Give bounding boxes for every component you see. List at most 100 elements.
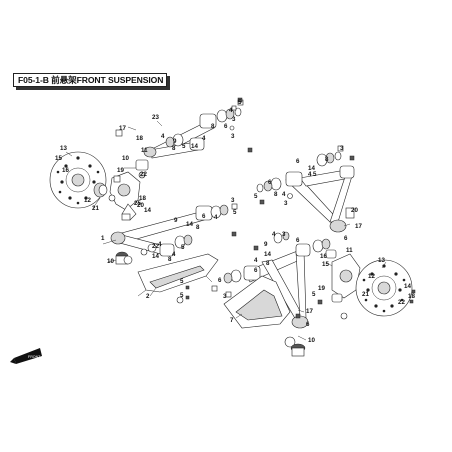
callout-19-right: 19	[318, 285, 325, 292]
callout-25-left: 25	[134, 200, 141, 207]
callout-17-top: 17	[119, 125, 126, 132]
diagram-title: F05-1-B 前悬架FRONT SUSPENSION	[18, 75, 164, 85]
callout-4-top-b: 4	[202, 135, 206, 142]
callout-11-right: 11	[346, 247, 353, 254]
callout-17-right: 17	[355, 223, 362, 230]
callout-17-lr: 17	[306, 308, 313, 315]
callout-22-left: 22	[140, 171, 147, 178]
callout-4-mid-b: 4	[172, 251, 176, 258]
callout-2: 2	[146, 293, 150, 300]
callout-8-top-b: 8	[211, 123, 215, 130]
callout-14-right: 14	[308, 165, 315, 172]
callout-6-right: 6	[296, 158, 300, 165]
callout-21-right: 21	[362, 291, 369, 298]
callout-5-top-b: 5	[238, 99, 242, 106]
callout-8-right-b: 8	[274, 191, 278, 198]
lower-right-a-arm	[243, 243, 311, 329]
callout-4-top-c: 4	[229, 107, 233, 114]
callout-10-lower-left: 10	[107, 258, 114, 265]
lower-right-bushings	[211, 231, 331, 298]
left-brake-disc	[49, 151, 107, 209]
callout-9-mid: 9	[174, 217, 178, 224]
callout-4-right-b: 4	[282, 191, 286, 198]
callout-10-left: 10	[122, 155, 129, 162]
callout-8-top: 8	[172, 145, 176, 152]
callout-9-lr: 9	[264, 241, 268, 248]
callout-14-top: 14	[191, 143, 198, 150]
callout-11-top: 11	[141, 147, 148, 154]
callout-6-lr: 6	[296, 237, 300, 244]
callout-6-lr-d: 6	[306, 321, 310, 328]
callout-18-left: 18	[139, 195, 146, 202]
callout-3-lr: 3	[282, 231, 286, 238]
callout-8-mid-b: 8	[168, 256, 172, 263]
callout-15-right: 15	[322, 261, 329, 268]
callout-6-lr-b: 6	[254, 267, 258, 274]
upper-right-bushings	[256, 145, 355, 219]
callout-6-right-c: 6	[344, 235, 348, 242]
left-ball-joint-upper	[135, 159, 149, 179]
callout-4-lr: 4	[272, 231, 276, 238]
title-box: F05-1-B 前悬架FRONT SUSPENSION	[13, 73, 167, 87]
callout-13-left: 13	[60, 145, 67, 152]
callout-3-mid: 3	[231, 197, 235, 204]
callout-9-top: 9	[173, 138, 177, 145]
callout-4-right: 4	[308, 171, 312, 178]
right-steering-knuckle	[325, 249, 361, 303]
callout-21-left: 21	[92, 205, 99, 212]
callout-3-lr-b: 3	[223, 293, 227, 300]
callout-16-right: 16	[320, 253, 327, 260]
callout-4-top-a: 4	[161, 133, 165, 140]
callout-4-mid: 4	[214, 214, 218, 221]
upper-arm-bushings-top	[165, 99, 244, 148]
callout-5-guard: 5	[180, 278, 184, 285]
callout-8-mid: 8	[196, 224, 200, 231]
fasteners	[108, 97, 416, 357]
callout-5-right-b: 5	[254, 193, 258, 200]
callout-5-mid-b: 5	[181, 244, 185, 251]
front-marker-text: FRONT	[28, 355, 41, 359]
callout-19-left: 19	[117, 167, 124, 174]
callout-3-top-b: 3	[231, 133, 235, 140]
lower-left-a-arm	[110, 205, 213, 257]
callout-3-right-b: 3	[284, 200, 288, 207]
leader-lines	[65, 120, 387, 341]
callout-10-lr: 10	[308, 337, 315, 344]
callout-4-mid-c: 4	[158, 241, 162, 248]
callout-8-right: 8	[325, 156, 329, 163]
callout-18-top: 18	[136, 135, 143, 142]
callout-14-lr: 14	[264, 251, 271, 258]
callout-4-lr-b: 4	[254, 257, 258, 264]
left-a-arm-guard	[137, 253, 219, 297]
callout-3-top: 3	[232, 116, 236, 123]
callout-5-right: 5	[313, 171, 317, 178]
callout-20-left: 20	[137, 202, 144, 209]
callout-14-mid: 14	[186, 221, 193, 228]
callout-16-left: 16	[62, 167, 69, 174]
callout-5-right-c: 5	[312, 291, 316, 298]
callout-14-right-b: 14	[404, 283, 411, 290]
callout-6-right-b: 6	[268, 179, 272, 186]
callout-5-top: 5	[182, 143, 186, 150]
front-direction-marker: FRONT	[10, 348, 42, 364]
callout-13-right: 13	[378, 257, 385, 264]
callout-14-left: 14	[144, 207, 151, 214]
callout-22-right: 22	[398, 299, 405, 306]
callout-8-lr: 8	[266, 260, 270, 267]
upper-right-a-arm	[285, 165, 355, 233]
callout-12-left: 12	[84, 197, 91, 204]
left-hub-bearing	[93, 182, 108, 198]
callout-18-right: 18	[408, 293, 415, 300]
callout-5-mid: 5	[233, 209, 237, 216]
callout-23: 23	[152, 114, 159, 121]
callout-14-mid-b: 14	[152, 253, 159, 260]
callout-20-right: 20	[351, 207, 358, 214]
callout-3-right: 3	[340, 145, 344, 152]
callout-6-lr-c: 6	[218, 277, 222, 284]
callout-6-mid: 6	[202, 213, 206, 220]
callout-labels: 23 17 18 11 4 8 5 14 4 8 6 3 5 4 3 9 13 …	[55, 99, 415, 344]
callout-6-top: 6	[224, 123, 228, 130]
callout-22-mid: 22	[152, 243, 159, 250]
